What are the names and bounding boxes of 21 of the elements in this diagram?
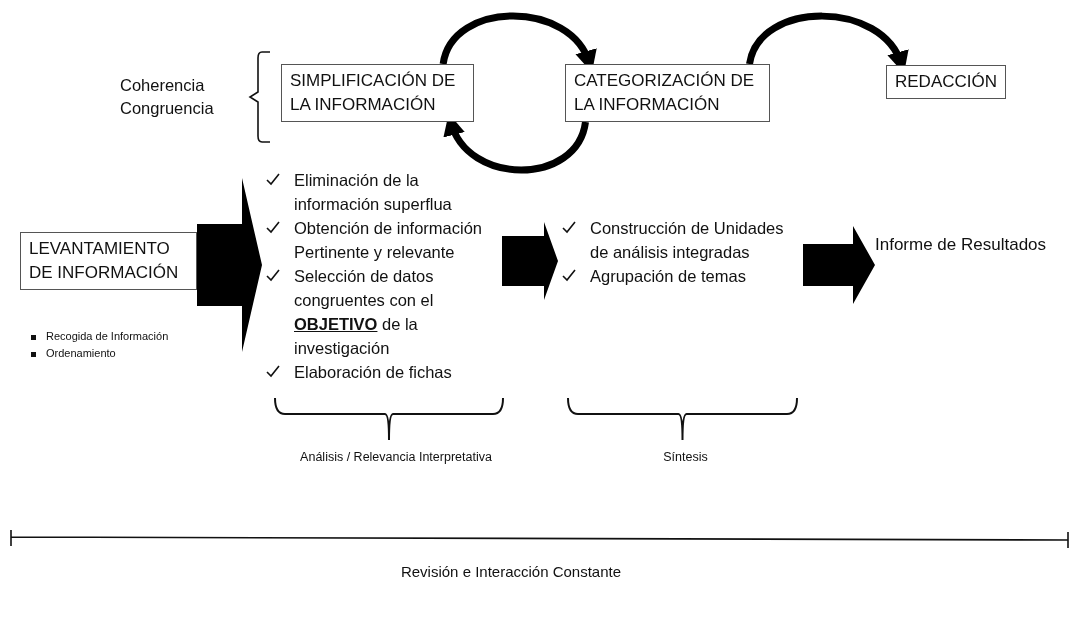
result-text: Informe de Resultados xyxy=(875,233,1085,257)
bullet-item: Recogida de Información xyxy=(46,330,170,342)
block-arrow xyxy=(197,178,262,352)
brace-label: Análisis / Relevancia Interpretativa xyxy=(299,450,493,464)
process-box: SIMPLIFICACIÓN DE LA INFORMACIÓN xyxy=(281,64,474,122)
list-item: Obtención de información Pertinente y relevante xyxy=(294,219,483,261)
list-item: Selección de datos congruentes con el OBJETIVO de la investigación xyxy=(294,267,434,357)
side-label: Coherencia xyxy=(120,76,206,95)
block-arrow xyxy=(502,222,558,300)
list-item: Agrupación de temas xyxy=(590,267,746,285)
process-box: LEVANTAMIENTO DE INFORMACIÓN xyxy=(20,232,197,290)
bullet-item: Ordenamiento xyxy=(46,347,117,359)
brace-label: Síntesis xyxy=(662,450,709,464)
list-item: Eliminación de la información superflua xyxy=(294,171,452,213)
scale-label: Revisión e Interacción Constante xyxy=(399,563,623,580)
list-item: Elaboración de fichas xyxy=(294,363,452,381)
process-box: CATEGORIZACIÓN DE LA INFORMACIÓN xyxy=(565,64,770,122)
block-arrow xyxy=(803,226,875,304)
side-label: Congruencia xyxy=(120,99,215,118)
process-box: REDACCIÓN xyxy=(886,65,1006,99)
list-item: Construcción de Unidades de análisis integradas xyxy=(590,219,784,261)
